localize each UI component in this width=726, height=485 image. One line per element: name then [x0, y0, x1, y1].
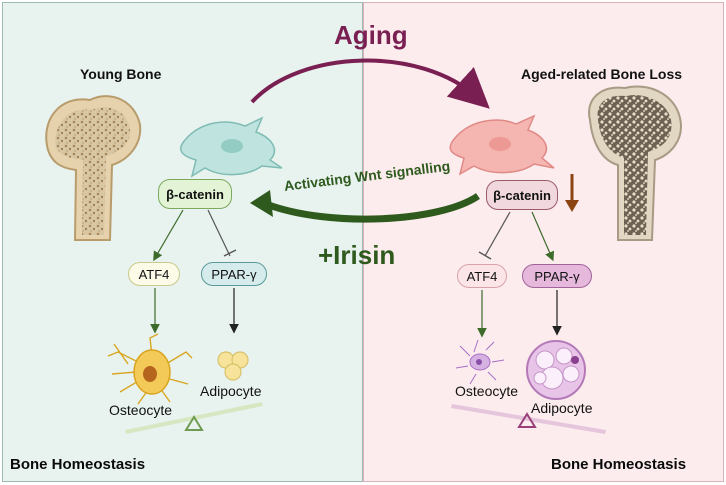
right-atf4-box: ATF4 — [457, 264, 507, 288]
young-bone-title: Young Bone — [80, 66, 162, 82]
left-bcat-to-ppar-inhibit — [207, 209, 231, 257]
young-stem-cell — [180, 116, 283, 178]
right-balance-seesaw — [451, 404, 606, 434]
young-bone-panel — [2, 2, 363, 482]
aging-label: Aging — [334, 20, 408, 50]
young-adipocyte-illustration — [217, 351, 249, 381]
left-ppar-box: PPAR-γ — [201, 262, 267, 286]
left-osteocyte-label: Osteocyte — [109, 402, 173, 418]
aging-arrow — [250, 58, 490, 109]
wnt-arrowhead — [250, 190, 273, 217]
aged-bone-title: Aged-related Bone Loss — [521, 66, 683, 82]
wnt-arrow-shaft — [264, 193, 480, 223]
aged-adipocyte-illustration — [526, 340, 586, 400]
aged-osteocyte-illustration — [455, 339, 505, 385]
right-footer: Bone Homeostasis — [551, 456, 687, 473]
decrease-arrow-icon — [565, 174, 579, 212]
right-beta-catenin-box: β-catenin — [486, 180, 558, 210]
right-adipocyte-label: Adipocyte — [531, 400, 593, 416]
aged-femur-illustration — [588, 85, 682, 241]
right-bcat-to-atf4-inhibit — [484, 211, 511, 257]
right-osteocyte-label: Osteocyte — [455, 383, 519, 399]
young-femur-illustration — [45, 95, 142, 241]
right-ppar-box: PPAR-γ — [522, 264, 592, 288]
left-balance-seesaw — [125, 402, 263, 434]
right-bcat-to-ppar-arrow — [531, 211, 555, 262]
left-adipocyte-label: Adipocyte — [200, 383, 262, 399]
aged-stem-cell — [449, 114, 555, 176]
left-bcat-to-atf4-arrow — [153, 209, 184, 262]
young-osteocyte-illustration — [107, 333, 193, 405]
left-footer: Bone Homeostasis — [10, 456, 146, 473]
left-beta-catenin-box: β-catenin — [158, 179, 232, 209]
irisin-label: +Irisin — [318, 240, 396, 270]
left-atf4-box: ATF4 — [128, 262, 180, 286]
aged-bone-panel — [363, 2, 724, 482]
